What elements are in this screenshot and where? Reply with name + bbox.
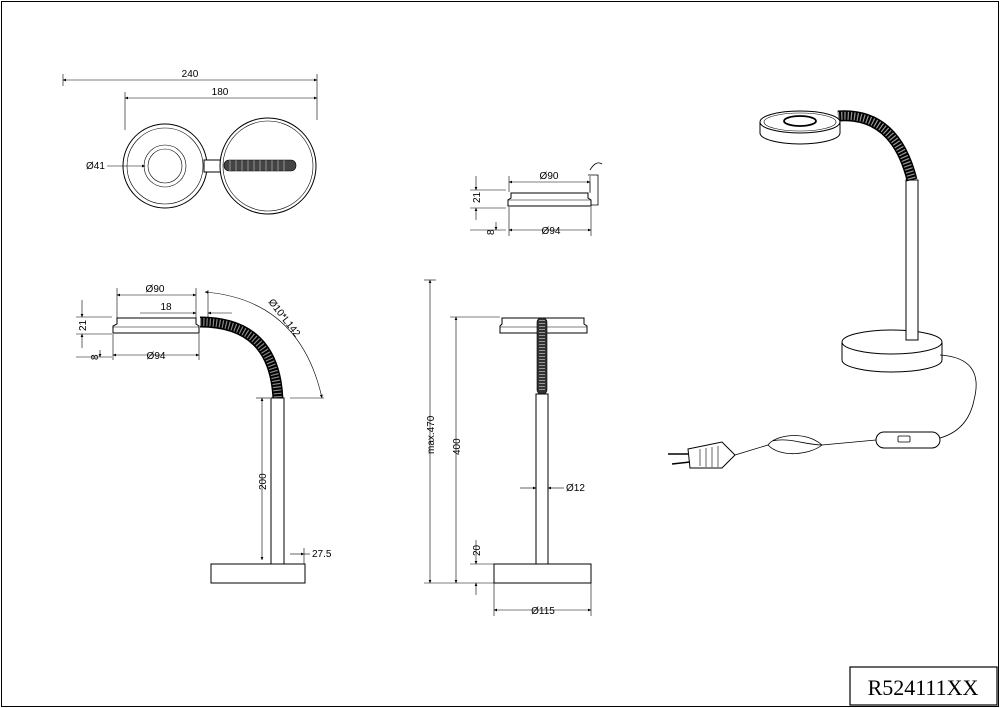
dim-front-stem-diameter: Ø12 [566, 483, 585, 494]
side-head-body [112, 317, 200, 334]
dim-front-base-height: 20 [472, 544, 483, 556]
dim-front-max-height: max.470 [426, 415, 437, 454]
side-view: Ø90 18 21 8 Ø94 Ø10*L142 200 [76, 284, 332, 584]
persp-plug-pin [671, 461, 691, 465]
persp-cable [939, 354, 977, 439]
front-stem [535, 393, 549, 565]
dim-side-bottom-diameter: Ø94 [147, 351, 166, 362]
dim-head-ring-height: 8 [486, 229, 497, 235]
dim-top-width-total: 240 [182, 69, 199, 80]
dim-head-bottom-diameter: Ø94 [542, 226, 561, 237]
persp-plug [687, 441, 736, 469]
front-base [493, 563, 592, 584]
dim-front-height: 400 [452, 438, 463, 455]
title-block: R524111XX [849, 666, 998, 706]
head-detail-view: Ø90 21 8 Ø94 [470, 162, 603, 237]
persp-stem [905, 179, 919, 341]
dim-side-offset: 18 [160, 302, 172, 313]
head-detail-body [507, 192, 592, 207]
dim-front-base-diameter: Ø115 [531, 606, 555, 617]
dim-side-ring-height: 8 [90, 354, 101, 360]
side-base [210, 563, 306, 584]
perspective-view [668, 110, 977, 469]
dim-side-top-diameter: Ø90 [146, 284, 165, 295]
dim-side-gooseneck: Ø10*L142 [266, 297, 303, 340]
front-view: max.470 400 Ø12 20 Ø115 [424, 279, 592, 617]
dim-top-width-inner: 180 [212, 87, 229, 98]
dim-side-base-offset: 27.5 [312, 549, 332, 560]
dim-head-top-diameter: Ø90 [540, 171, 559, 182]
dim-head-height: 21 [472, 191, 483, 203]
side-stem [270, 397, 285, 565]
top-view: 240 180 Ø41 [62, 69, 318, 215]
persp-coiled-cable [767, 435, 824, 455]
dim-side-stem-height: 200 [258, 473, 269, 490]
dim-side-head-height: 21 [78, 319, 89, 331]
product-code: R524111XX [868, 675, 979, 700]
dim-top-light-diameter: Ø41 [86, 161, 105, 172]
